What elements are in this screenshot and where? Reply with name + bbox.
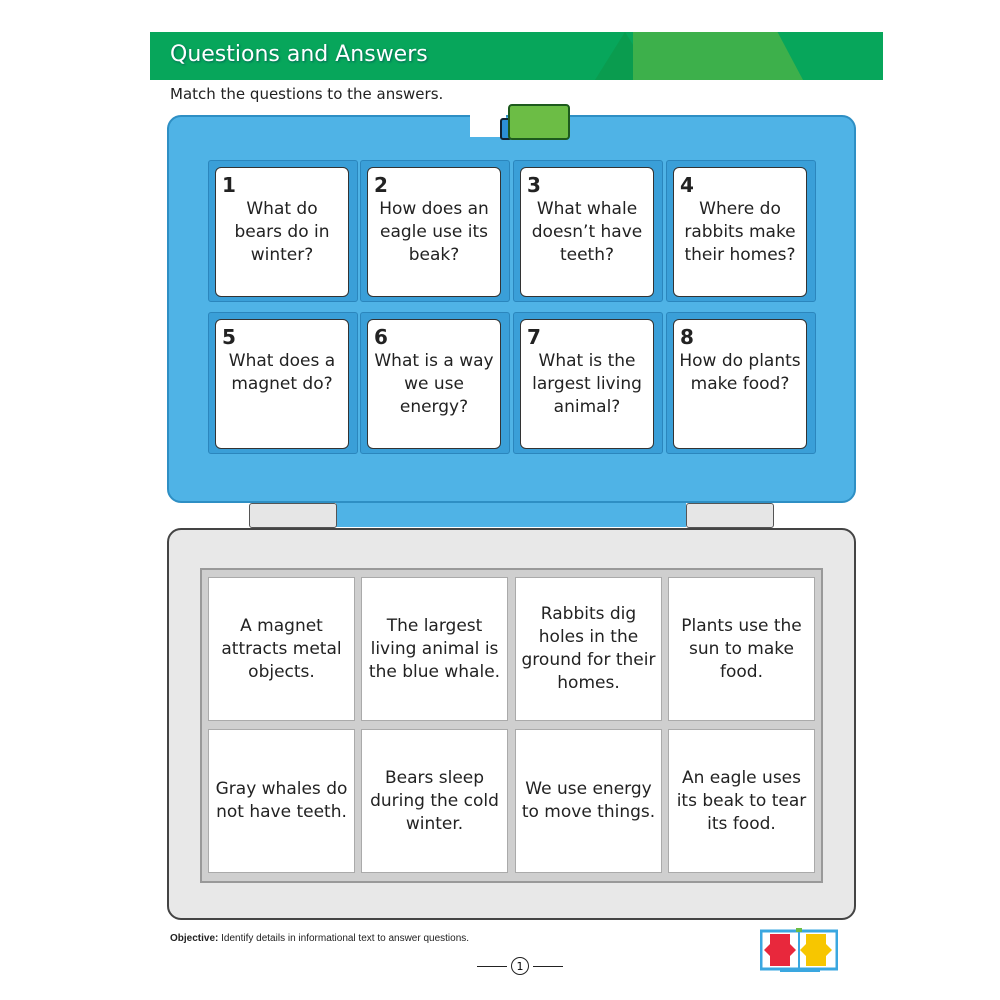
answer-card[interactable]: A magnet attracts metal objects. bbox=[208, 577, 355, 721]
answer-text: Plants use the sun to make food. bbox=[681, 615, 802, 682]
answer-card[interactable]: Plants use the sun to make food. bbox=[668, 577, 815, 721]
objective-label: Objective: bbox=[170, 933, 219, 944]
answer-card[interactable]: Gray whales do not have teeth. bbox=[208, 729, 355, 873]
page-number: 1 bbox=[470, 956, 570, 976]
answer-text: An eagle uses its beak to tear its food. bbox=[676, 767, 807, 834]
objective-text: Identify details in informational text t… bbox=[221, 933, 470, 944]
question-text: What is a way we use energy? bbox=[374, 351, 494, 417]
objective: Objective: Identify details in informati… bbox=[170, 933, 469, 944]
question-text: What is the largest living animal? bbox=[532, 351, 642, 417]
question-text: How does an eagle use its beak? bbox=[379, 199, 489, 265]
answer-card[interactable]: Rabbits dig holes in the ground for thei… bbox=[515, 577, 662, 721]
question-text: Where do rabbits make their homes? bbox=[684, 199, 796, 265]
answer-card[interactable]: The largest living animal is the blue wh… bbox=[361, 577, 508, 721]
page-title: Questions and Answers bbox=[170, 42, 428, 67]
answer-text: Bears sleep during the cold winter. bbox=[370, 767, 499, 834]
page-number-value: 1 bbox=[511, 957, 529, 975]
question-text: What whale doesn’t have teeth? bbox=[531, 199, 643, 265]
question-number: 4 bbox=[680, 173, 694, 197]
answer-text: We use energy to move things. bbox=[521, 779, 656, 822]
clip-icon bbox=[508, 104, 570, 140]
hinge-bar bbox=[336, 503, 686, 527]
answer-text: Gray whales do not have teeth. bbox=[215, 779, 348, 822]
answer-text: A magnet attracts metal objects. bbox=[221, 615, 342, 682]
hinge-left bbox=[249, 503, 337, 528]
question-text: How do plants make food? bbox=[679, 351, 801, 394]
question-number: 6 bbox=[374, 325, 388, 349]
question-text: What does a magnet do? bbox=[228, 351, 336, 394]
question-number: 5 bbox=[222, 325, 236, 349]
answer-text: The largest living animal is the blue wh… bbox=[368, 615, 501, 682]
question-number: 2 bbox=[374, 173, 388, 197]
answer-text: Rabbits dig holes in the ground for thei… bbox=[521, 604, 656, 693]
hinge-right bbox=[686, 503, 774, 528]
question-number: 8 bbox=[680, 325, 694, 349]
question-number: 3 bbox=[527, 173, 541, 197]
question-number: 7 bbox=[527, 325, 541, 349]
instructions: Match the questions to the answers. bbox=[170, 85, 444, 103]
header-banner: Questions and Answers bbox=[150, 32, 883, 80]
answer-card[interactable]: We use energy to move things. bbox=[515, 729, 662, 873]
answer-card[interactable]: An eagle uses its beak to tear its food. bbox=[668, 729, 815, 873]
question-number: 1 bbox=[222, 173, 236, 197]
logo-icon bbox=[760, 928, 838, 972]
question-text: What do bears do in winter? bbox=[234, 199, 330, 265]
answer-card[interactable]: Bears sleep during the cold winter. bbox=[361, 729, 508, 873]
